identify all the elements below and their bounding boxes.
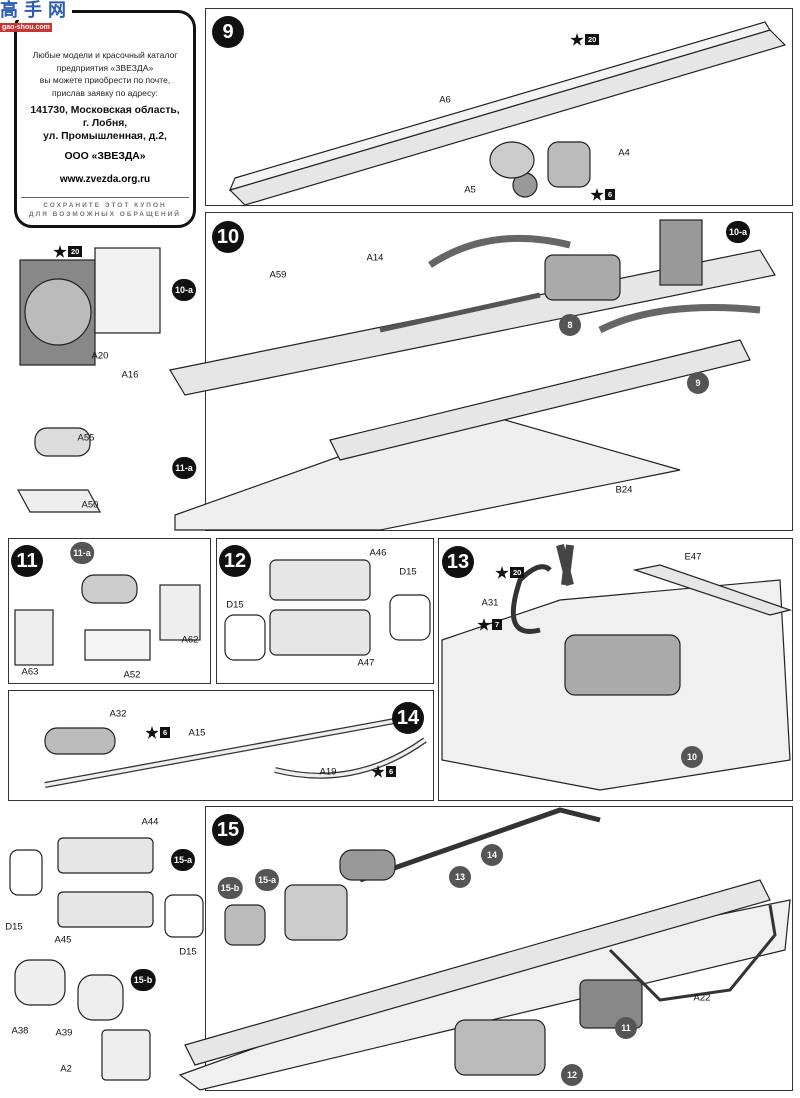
step-ref-badge-12: 12 [561, 1064, 583, 1086]
part-label: A14 [366, 252, 384, 264]
star-icon [53, 245, 67, 258]
star-icon [495, 566, 509, 579]
part-label: A52 [123, 669, 141, 681]
step-number-13: 13 [442, 546, 474, 578]
part-label: A50 [81, 499, 99, 511]
part-label: A62 [181, 634, 199, 646]
step-11-panel [8, 538, 211, 684]
color-callout-20: 20 [570, 33, 600, 47]
part-label: D15 [226, 599, 244, 611]
part-label: A38 [11, 1025, 29, 1037]
step-ref-badge-13: 13 [449, 866, 471, 888]
step-14-panel [8, 690, 434, 801]
step-ref-badge-10: 10 [681, 746, 703, 768]
part-label: A46 [369, 547, 387, 559]
radiator-10 [659, 219, 703, 286]
step-number-12: 12 [219, 545, 251, 577]
part-label: A59 [269, 269, 287, 281]
step-number-15: 15 [212, 814, 244, 846]
frame-a16 [94, 247, 161, 334]
part-label: A44 [141, 816, 159, 828]
part-label: A16 [121, 369, 139, 381]
step-ref-badge-9: 9 [687, 372, 709, 394]
leaf-spring [428, 234, 571, 268]
subassembly-badge-15a: 15-a [254, 869, 280, 891]
part-label: A2 [60, 1063, 72, 1075]
step-ref-badge-8: 8 [559, 314, 581, 336]
part-label: A47 [357, 657, 375, 669]
step-number-11: 11 [11, 545, 43, 577]
coupon-url[interactable]: www.zvezda.org.ru [59, 174, 151, 185]
part-label: D15 [399, 566, 417, 578]
color-callout-7: 7 [477, 618, 507, 632]
mail-order-coupon: Любые модели и красочный каталог предпри… [14, 10, 196, 228]
star-icon [145, 726, 159, 739]
step-ref-badge-14: 14 [481, 844, 503, 866]
star-icon [371, 765, 385, 778]
gearbox-a4 [547, 141, 591, 188]
step-12-panel [216, 538, 434, 684]
coupon-save-note: СОХРАНИТЕ ЭТОТ КУПОН ДЛЯ ВОЗМОЖНЫХ ОБРАЩ… [21, 197, 189, 219]
part-label: A15 [188, 727, 206, 739]
part-label: D15 [5, 921, 23, 933]
step-number-9: 9 [212, 16, 244, 48]
coupon-address: 141730, Московская область, г. Лобня, ул… [30, 105, 180, 142]
part-label: A39 [55, 1027, 73, 1039]
part-label: A31 [481, 597, 499, 609]
part-label: A63 [21, 666, 39, 678]
part-label: A20 [91, 350, 109, 362]
coupon-intro: Любые модели и красочный каталог предпри… [32, 50, 178, 98]
color-callout-6: 6 [590, 188, 620, 202]
color-callout-20: 20 [495, 566, 525, 580]
step-13-panel [438, 538, 793, 801]
part-label: B24 [615, 484, 633, 496]
part-label: A22 [693, 992, 711, 1004]
step-number-10: 10 [212, 221, 244, 253]
crossmember-e47 [632, 564, 793, 616]
part-label: A45 [54, 934, 72, 946]
part-label: A4 [618, 147, 630, 159]
coupon-company: ООО «ЗВЕЗДА» [64, 151, 146, 162]
chassis-rail-9 [228, 29, 787, 206]
step-15-panel [205, 806, 793, 1091]
subassembly-badge-10a: 10-a [725, 221, 751, 243]
part-label: A6 [439, 94, 451, 106]
step-ref-badge-11: 11 [615, 1017, 637, 1039]
subassembly-badge-10a: 10-a [171, 279, 197, 301]
star-icon [477, 618, 491, 631]
part-label: A19 [319, 766, 337, 778]
subassembly-badge-15a: 15-a [170, 849, 196, 871]
color-callout-6: 6 [145, 726, 175, 740]
part-label: E47 [684, 551, 702, 563]
subassembly-badge-11a: 11-a [70, 542, 94, 564]
part-label: A32 [109, 708, 127, 720]
color-callout-20: 20 [53, 245, 83, 259]
part-label: D15 [179, 946, 197, 958]
color-callout-6: 6 [371, 765, 401, 779]
star-icon [590, 188, 604, 201]
engine [544, 254, 621, 301]
step-number-14: 14 [392, 702, 424, 734]
part-label: A5 [464, 184, 476, 196]
watermark-logo: 高手网 gao-shou.com [0, 0, 72, 32]
subassembly-badge-15b: 15-b [130, 969, 156, 991]
step-9-panel [205, 8, 793, 206]
star-icon [570, 33, 584, 46]
part-label: A55 [77, 432, 95, 444]
subassembly-badge-11a: 11-a [172, 457, 196, 479]
subassembly-badge-15b: 15-b [217, 877, 243, 899]
